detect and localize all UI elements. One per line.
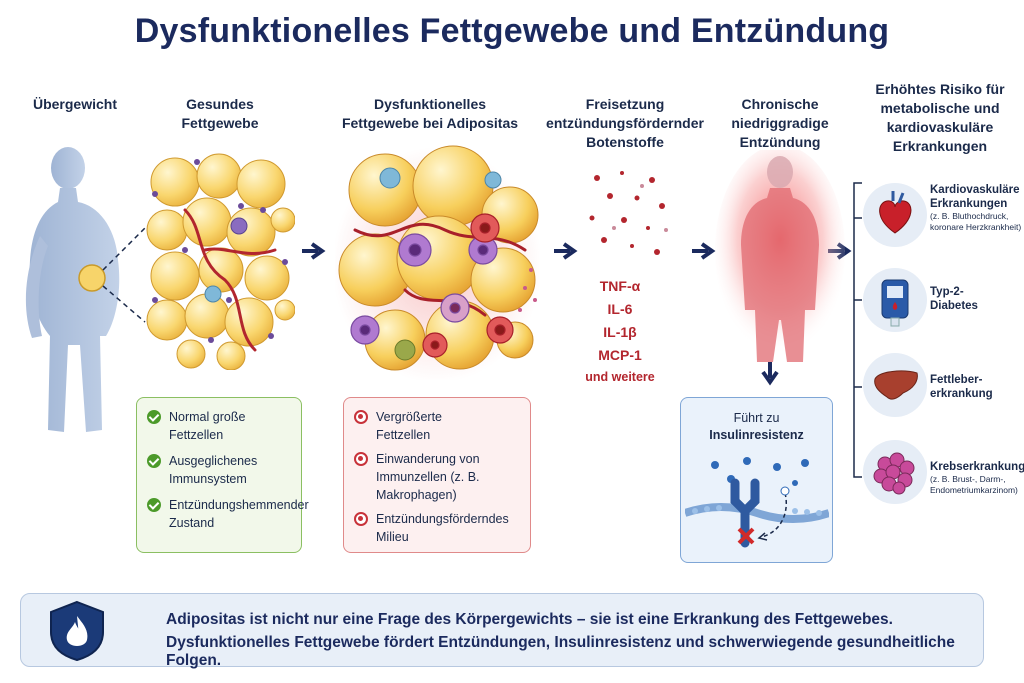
insulin-heading-line2: Insulinresistenz (709, 428, 804, 442)
banner-line1: Adipositas ist nicht nur eine Frage des … (166, 611, 893, 628)
heading-risk-line1: Erhöhtes Risiko für (875, 81, 1005, 97)
banner-line2: Dysfunktionelles Fettgewebe fördert Entz… (166, 634, 955, 669)
overweight-person-illustration (25, 147, 146, 432)
cytokine-mcp1: MCP-1 (598, 347, 642, 363)
dysfunctional-item-line: Immunzellen (z. B. (376, 470, 480, 484)
inflamed-person-illustration (715, 150, 845, 362)
dysfunctional-item-line: Entzündungsförderndes (376, 512, 509, 526)
cytokine-il6: IL-6 (607, 301, 633, 317)
risk-name-line: Kardiovaskuläre (930, 184, 1020, 196)
heading-dysfunctional-line1: Dysfunktionelles (373, 96, 487, 112)
dysfunctional-item-line: Makrophagen) (376, 488, 457, 502)
glucometer-icon (881, 279, 909, 327)
dysfunctional-item-line: Milieu (376, 530, 409, 544)
risk-diabetes: Typ-2- Diabetes (930, 285, 978, 313)
summary-banner: Adipositas ist nicht nur eine Frage des … (20, 593, 984, 669)
healthy-item-line: Zustand (169, 516, 215, 530)
warning-dot-icon (354, 410, 368, 424)
risk-name-line: Diabetes (930, 300, 978, 312)
heading-healthy-line2: Fettgewebe (181, 115, 259, 131)
risk-name-line: Krebserkrankungen (930, 461, 1024, 473)
insulin-resistance-box: Führt zu Insulinresistenz (680, 397, 833, 563)
heading-release-line1: Freisetzung (585, 96, 665, 112)
page-title: Dysfunktionelles Fettgewebe und Entzündu… (134, 12, 890, 50)
heading-inflammation: Chronische niedriggradige Entzündung (710, 95, 850, 152)
healthy-item-line: Fettzellen (169, 428, 224, 442)
healthy-item-line: Immunsystem (169, 472, 247, 486)
risk-fatty-liver: Fettleber- erkrankung (930, 373, 993, 401)
liver-icon-circle (863, 353, 927, 417)
heading-inflammation-line1: Chronische (741, 96, 819, 112)
tumor-icon-circle (863, 440, 927, 504)
heading-dysfunctional-line2: Fettgewebe bei Adipositas (341, 115, 519, 131)
dysfunctional-item-line: Einwanderung von (376, 452, 480, 466)
fat-tissue-zoom-circle (78, 264, 106, 292)
shield-flame-icon (50, 600, 104, 662)
heading-risk-line2: metabolische und (880, 100, 1000, 116)
heading-release: Freisetzung entzündungsfördernder Botens… (545, 95, 705, 152)
check-icon (147, 454, 161, 468)
heading-healthy-line1: Gesundes (186, 96, 254, 112)
heart-icon (879, 191, 912, 234)
healthy-item-line: Ausgeglichenes (169, 454, 258, 468)
heading-risk: Erhöhtes Risiko für metabolische und kar… (860, 80, 1020, 156)
healthy-item-line: Normal große (169, 410, 246, 424)
cytokine-particles (589, 171, 668, 255)
insulin-receptor-illustration (685, 457, 829, 548)
liver-icon (874, 370, 918, 400)
check-icon (147, 498, 161, 512)
risk-name-line: Typ-2- (930, 286, 964, 298)
cytokine-more: und weitere (585, 370, 655, 384)
risk-bracket (853, 182, 862, 478)
dysfunctional-item-line: Fettzellen (376, 428, 431, 442)
risk-sub-line: (z. B. Brust-, Darm-, (930, 474, 1006, 484)
warning-dot-icon (354, 452, 368, 466)
risk-name-line: erkrankung (930, 388, 993, 400)
heading-inflammation-line2: niedriggradige (731, 115, 829, 131)
heading-risk-line4: Erkrankungen (892, 138, 988, 154)
risk-sub-line: koronare Herzkrankheit) (930, 222, 1022, 232)
warning-dot-icon (354, 512, 368, 526)
arrow-icon (692, 242, 716, 260)
glucometer-icon-circle (863, 268, 927, 332)
healthy-fat-tissue-illustration (146, 153, 295, 370)
dysfunctional-fat-tissue-illustration (335, 145, 540, 380)
heading-release-line2: entzündungsfördernder (546, 115, 704, 131)
heading-overweight: Übergewicht (32, 96, 117, 112)
risk-name-line: Erkrankungen (930, 198, 1008, 210)
healthy-item-line: Entzündungshemmender (169, 498, 309, 512)
risk-cardiovascular: Kardiovaskuläre Erkrankungen (z. B. Blut… (930, 183, 1021, 233)
dysfunctional-item-line: Vergrößerte (376, 410, 443, 424)
arrow-icon (554, 242, 578, 260)
arrow-down-icon (761, 362, 779, 386)
arrow-icon (302, 242, 326, 260)
cytokine-il1b: IL-1β (603, 324, 637, 340)
heading-dysfunctional: Dysfunktionelles Fettgewebe bei Adiposit… (330, 95, 530, 133)
risk-sub-line: Endometriumkarzinom) (930, 485, 1018, 495)
heading-inflammation-line3: Entzündung (739, 134, 821, 150)
check-icon (147, 410, 161, 424)
heart-icon-circle (863, 183, 927, 247)
heading-healthy: Gesundes Fettgewebe (150, 95, 290, 133)
risk-name-line: Fettleber- (930, 374, 983, 386)
insulin-heading-line1: Führt zu (733, 411, 780, 425)
tumor-icon (873, 452, 915, 495)
heading-risk-line3: kardiovaskuläre (886, 119, 994, 135)
cytokine-tnf: TNF-α (599, 278, 641, 294)
risk-sub-line: (z. B. Bluthochdruck, (930, 211, 1009, 221)
risk-cancer: Krebserkrankungen (z. B. Brust-, Darm-, … (930, 460, 1024, 496)
heading-release-line3: Botenstoffe (586, 134, 664, 150)
